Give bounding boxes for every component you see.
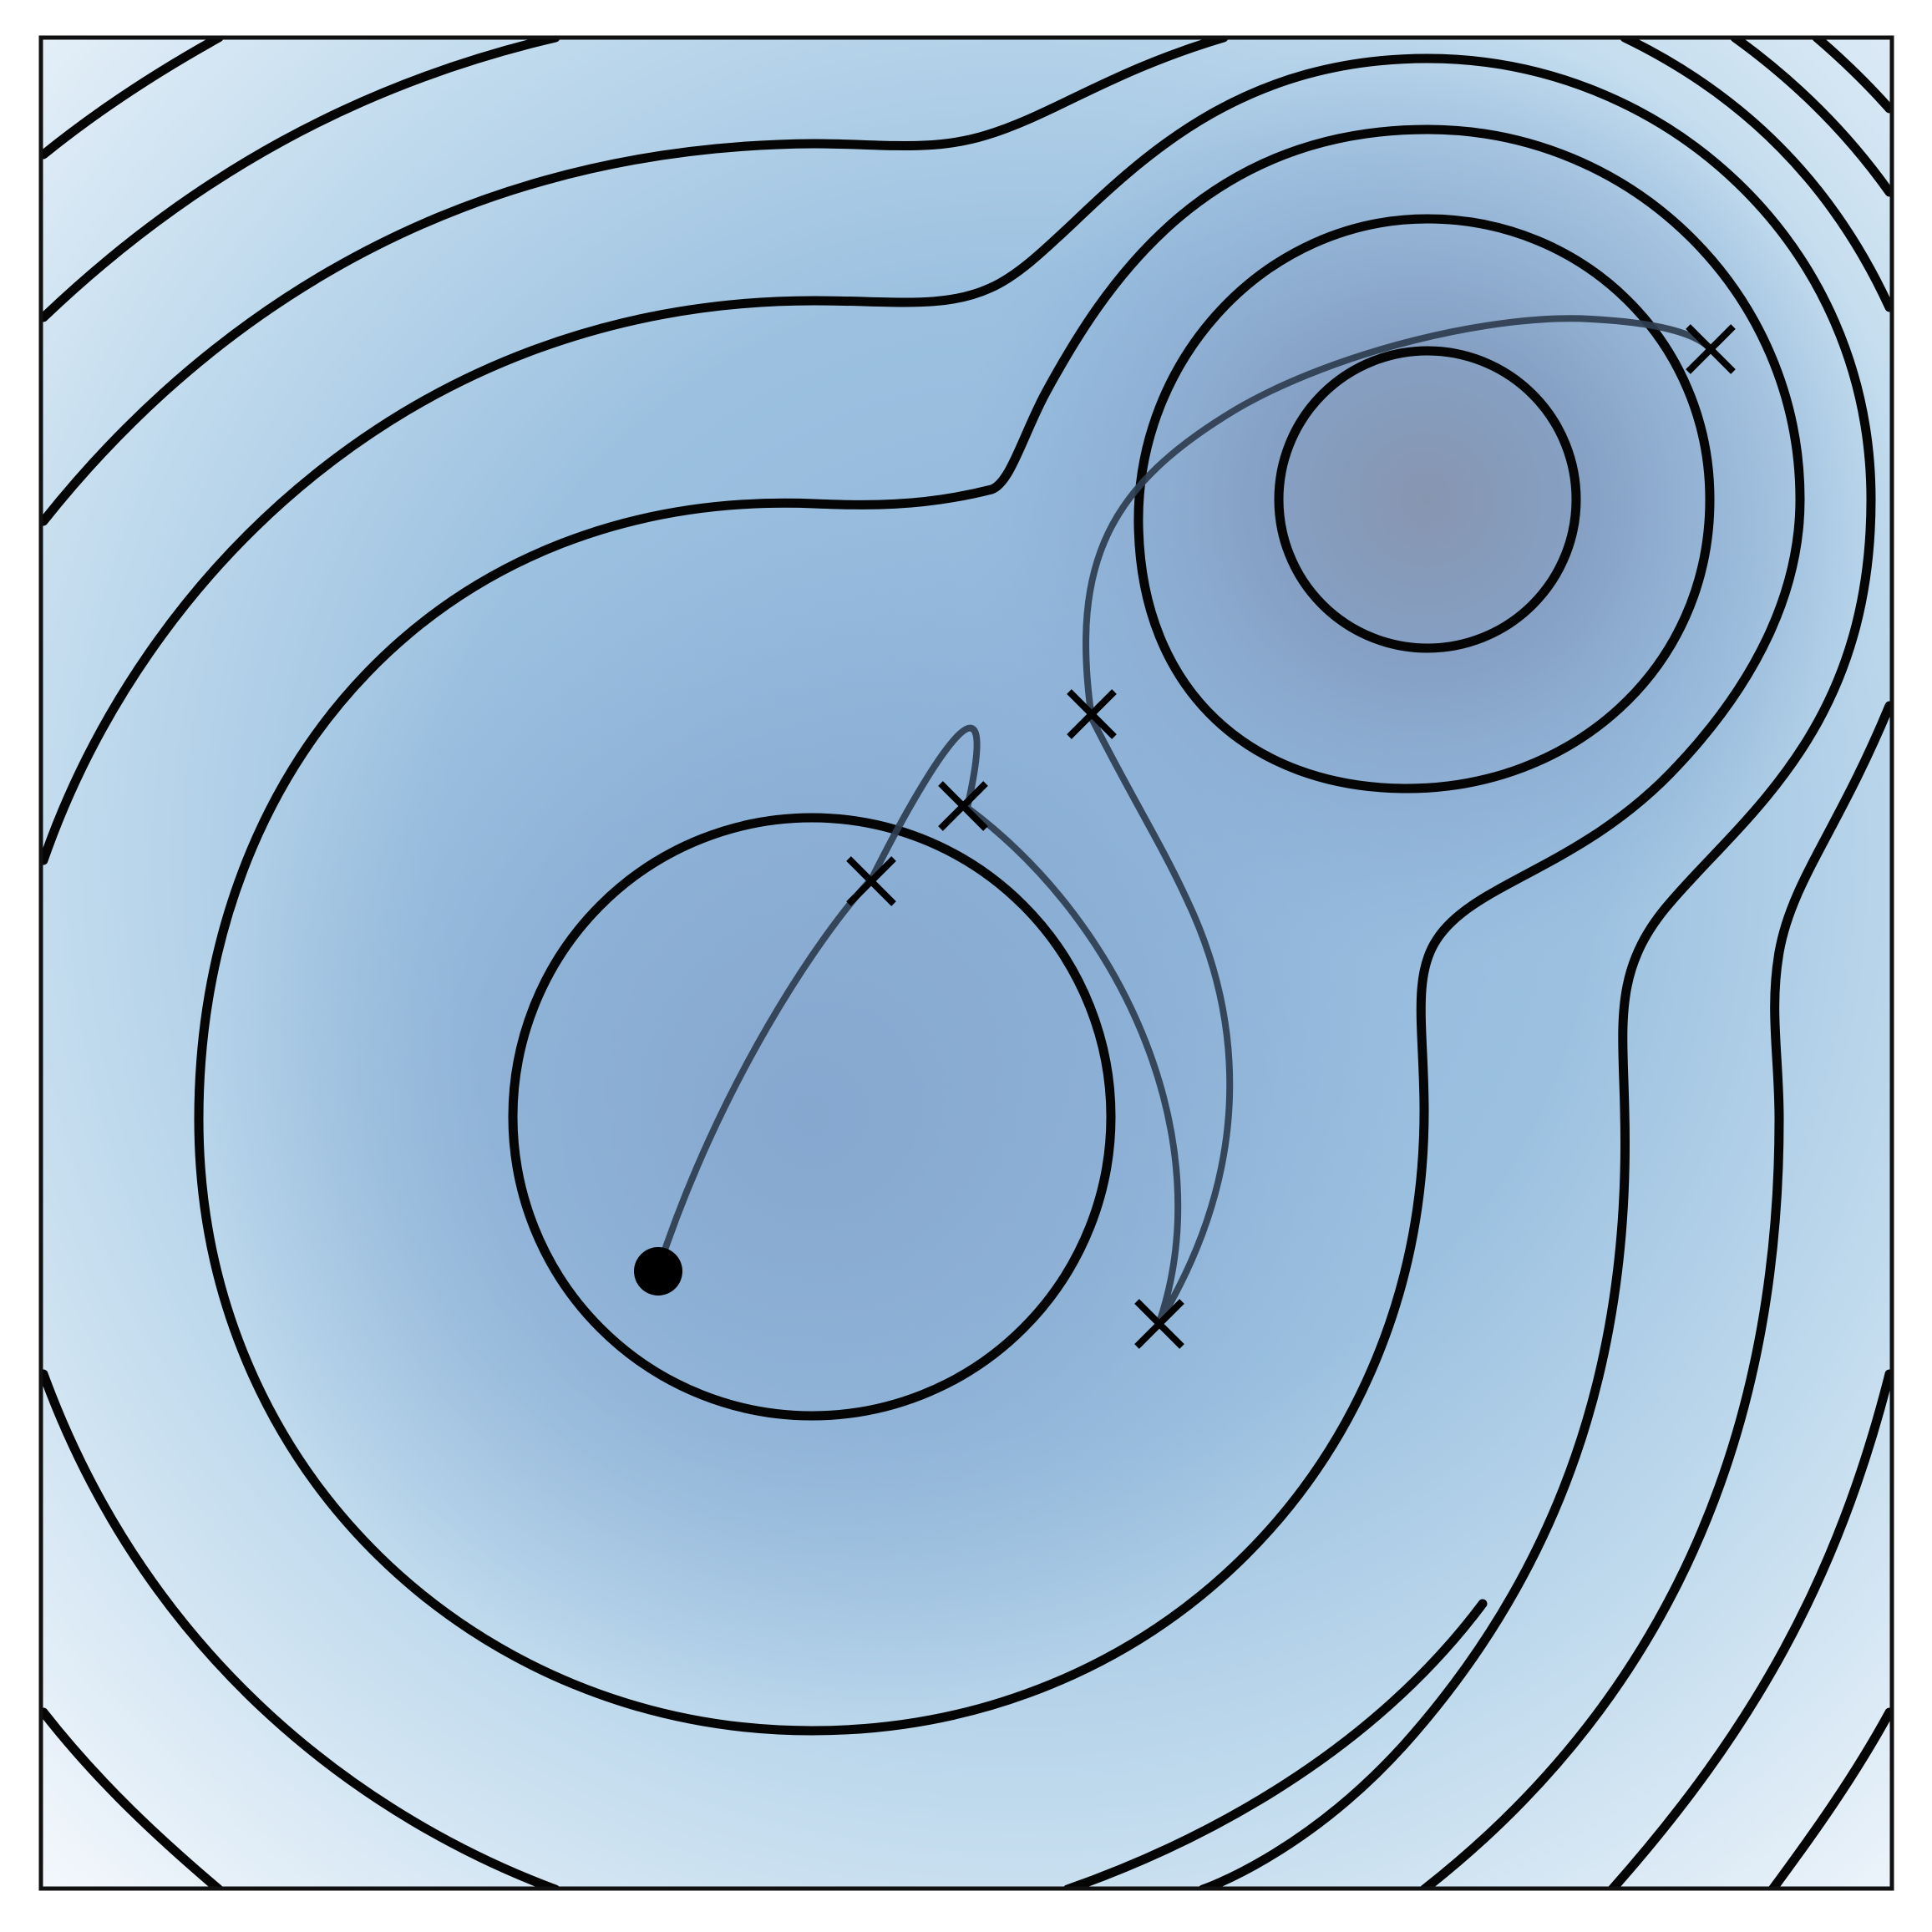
contour-outer-1 xyxy=(41,38,1229,526)
contour-bottom-right-2 xyxy=(1607,1369,1892,1889)
contour-outer-3 xyxy=(41,38,224,160)
contour-merged-1 xyxy=(194,124,1805,1736)
step-marker-1 xyxy=(846,856,896,906)
trajectory xyxy=(655,315,1714,1326)
step-marker-5 xyxy=(1686,324,1736,374)
contour-bottom-left-1 xyxy=(41,1369,560,1889)
contour-right-inner xyxy=(1133,214,1715,794)
step-marker-3 xyxy=(1134,1299,1184,1349)
contour-bottom-right-3 xyxy=(1767,1707,1892,1889)
start-point-marker xyxy=(634,1247,682,1296)
plot-frame xyxy=(38,35,1894,1891)
contour-merged-2 xyxy=(41,53,1876,1889)
contour-bottom-left-2 xyxy=(41,1707,224,1889)
plot-area xyxy=(41,38,1892,1889)
right-basin-shading xyxy=(41,38,1892,1889)
step-marker-4 xyxy=(1067,689,1117,739)
contour-bottom-right-1 xyxy=(1062,1599,1488,1889)
contour-right-outer-2 xyxy=(1730,38,1892,197)
contour-left-inner xyxy=(508,813,1116,1421)
contour-outer-2 xyxy=(41,38,560,322)
contour-lines xyxy=(41,38,1892,1889)
contour-right-outer-4 xyxy=(1419,701,1892,1889)
contour-right-outer-1 xyxy=(1620,38,1892,312)
step-marker-2 xyxy=(938,781,988,831)
contour-right-outer-3 xyxy=(1812,38,1892,114)
contour-right-core xyxy=(1274,346,1581,653)
trajectory-markers xyxy=(634,324,1736,1349)
trajectory-line xyxy=(655,315,1714,1326)
